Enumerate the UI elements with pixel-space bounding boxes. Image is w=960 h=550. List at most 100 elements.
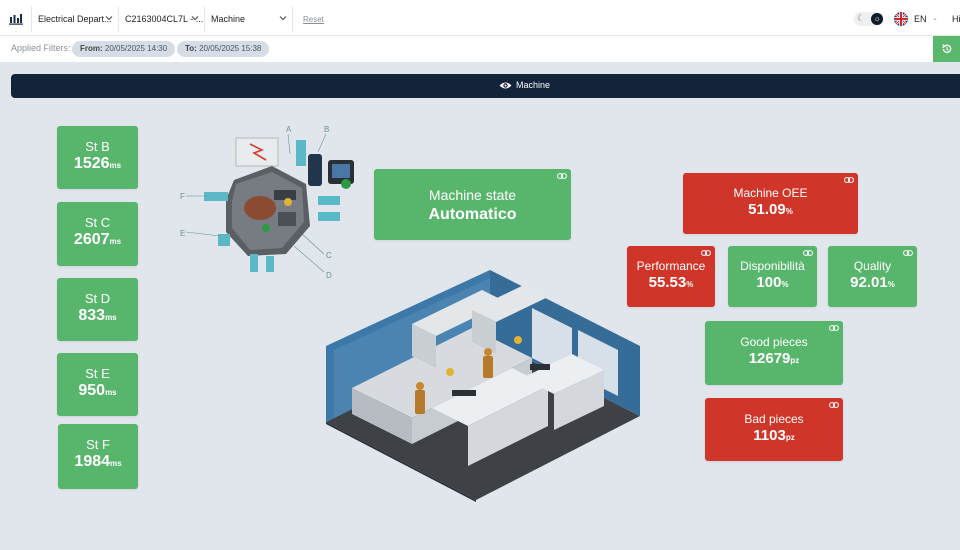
machine-state-card[interactable]: Machine state Automatico xyxy=(374,169,571,240)
floor-edge-left xyxy=(326,422,476,502)
tray-2 xyxy=(530,364,550,370)
pillar-a xyxy=(296,140,306,166)
layout-label-a: A xyxy=(286,125,292,134)
good-pieces-label: Good pieces xyxy=(740,335,808,349)
workstation-2 xyxy=(522,354,604,394)
machine-hood-1-front xyxy=(412,324,436,368)
conveyor-right-2 xyxy=(318,212,340,221)
quality-label: Quality xyxy=(853,259,892,273)
robot-arm-2 xyxy=(514,336,522,344)
layout-label-d: D xyxy=(326,271,332,280)
machine-hood-1 xyxy=(412,290,506,336)
machine-oee-card[interactable]: Machine OEE 51.09% xyxy=(683,173,858,234)
view-select[interactable]: Machine xyxy=(204,6,292,32)
station-value: 950ms xyxy=(78,382,117,399)
workstation-1 xyxy=(432,368,548,426)
station-value: 2607ms xyxy=(73,231,122,248)
quality-value: 92.01% xyxy=(850,274,895,291)
leader-line-d xyxy=(293,245,325,273)
from-value: 20/05/2025 14:30 xyxy=(104,44,168,53)
station-value: 833ms xyxy=(78,307,117,324)
factory-chart-icon[interactable] xyxy=(9,11,23,25)
machine-line-front xyxy=(352,388,412,444)
performance-card[interactable]: Performance 55.53% xyxy=(627,246,715,307)
leg-1 xyxy=(250,254,258,272)
link-icon[interactable] xyxy=(803,249,813,257)
quality-card[interactable]: Quality 92.01% xyxy=(828,246,917,307)
applied-filters-label: Applied Filters: xyxy=(11,43,71,53)
applied-filters-bar: Applied Filters: From: 20/05/2025 14:30 … xyxy=(0,36,960,62)
robot-wheel xyxy=(341,179,351,189)
worker-1-head xyxy=(416,382,424,390)
cylinder-tank xyxy=(308,154,322,186)
machine-state-value: Automatico xyxy=(428,206,517,223)
reset-link[interactable]: Reset xyxy=(303,15,324,24)
view-select-value: Machine xyxy=(211,14,246,24)
station-value: 1984ms xyxy=(74,453,122,470)
chevron-down-icon xyxy=(105,16,113,21)
link-icon[interactable] xyxy=(829,324,839,332)
user-greeting[interactable]: Hi xyxy=(952,14,960,24)
worker-2-head xyxy=(484,348,492,356)
machine-hood-2-front xyxy=(472,310,496,354)
language-select[interactable]: EN xyxy=(914,14,927,24)
station-card-e[interactable]: St E 950ms xyxy=(57,353,138,416)
green-sensor xyxy=(262,224,270,232)
worker-2-body xyxy=(483,356,493,378)
uk-flag-icon[interactable] xyxy=(894,12,908,26)
availability-card[interactable]: Disponibilità 100% xyxy=(728,246,817,307)
layout-label-e: E xyxy=(180,229,185,238)
mechanism-2 xyxy=(278,212,296,226)
conveyor-right-1 xyxy=(318,196,340,205)
good-pieces-value: 12679pz xyxy=(748,350,800,367)
to-label: To: xyxy=(185,44,197,53)
conveyor-left xyxy=(204,192,228,201)
lightning-icon xyxy=(249,143,267,161)
from-filter-chip[interactable]: From: 20/05/2025 14:30 xyxy=(72,41,176,57)
chevron-down-icon xyxy=(191,16,199,21)
station-card-b[interactable]: St B 1526ms xyxy=(57,126,138,189)
machine-oee-label: Machine OEE xyxy=(733,186,808,200)
link-icon[interactable] xyxy=(701,249,711,257)
station-value: 1526ms xyxy=(73,155,122,172)
theme-toggle[interactable]: ☾ ☼ xyxy=(854,12,884,26)
link-icon[interactable] xyxy=(557,172,567,180)
station-card-c[interactable]: St C 2607ms xyxy=(57,202,138,266)
station-card-f[interactable]: St F 1984ms xyxy=(58,424,138,489)
top-bar: Electrical Depart... C2163004CL7L - ... … xyxy=(0,0,960,36)
machine-header-bar[interactable]: Machine xyxy=(11,74,960,98)
bad-pieces-value: 1103pz xyxy=(753,427,795,444)
history-icon xyxy=(942,44,952,54)
machine-state-label: Machine state xyxy=(428,187,517,203)
station-name: St B xyxy=(85,139,110,154)
leader-line-b xyxy=(317,133,327,153)
divider xyxy=(292,6,299,32)
machine-layout-diagram: A B C D E F xyxy=(180,125,354,280)
worker-1-body xyxy=(415,390,425,414)
machine-oee-value: 51.09% xyxy=(748,201,793,218)
leader-line-a xyxy=(287,133,291,155)
robot-cart-panel xyxy=(332,164,350,178)
block-left xyxy=(218,234,230,246)
factory-illustration xyxy=(326,270,640,502)
department-select[interactable]: Electrical Depart... xyxy=(31,6,118,32)
good-pieces-card[interactable]: Good pieces 12679pz xyxy=(705,321,843,385)
mechanism-1 xyxy=(274,190,296,200)
machine-code-select[interactable]: C2163004CL7L - ... xyxy=(118,6,204,32)
link-icon[interactable] xyxy=(829,401,839,409)
link-icon[interactable] xyxy=(903,249,913,257)
availability-label: Disponibilità xyxy=(740,259,805,273)
workstation-1-side xyxy=(468,386,548,466)
history-button[interactable] xyxy=(933,36,960,62)
chevron-down-icon: ⌄ xyxy=(932,15,938,22)
link-icon[interactable] xyxy=(844,176,854,184)
workstation-2-side xyxy=(554,370,604,430)
station-name: St D xyxy=(84,291,111,306)
station-name: St F xyxy=(86,437,110,452)
bad-pieces-card[interactable]: Bad pieces 1103pz xyxy=(705,398,843,461)
layout-label-f: F xyxy=(180,192,185,201)
chevron-down-icon xyxy=(279,16,287,21)
leader-line-c xyxy=(301,233,325,255)
to-filter-chip[interactable]: To: 20/05/2025 15:38 xyxy=(177,41,270,57)
station-card-d[interactable]: St D 833ms xyxy=(57,278,138,341)
